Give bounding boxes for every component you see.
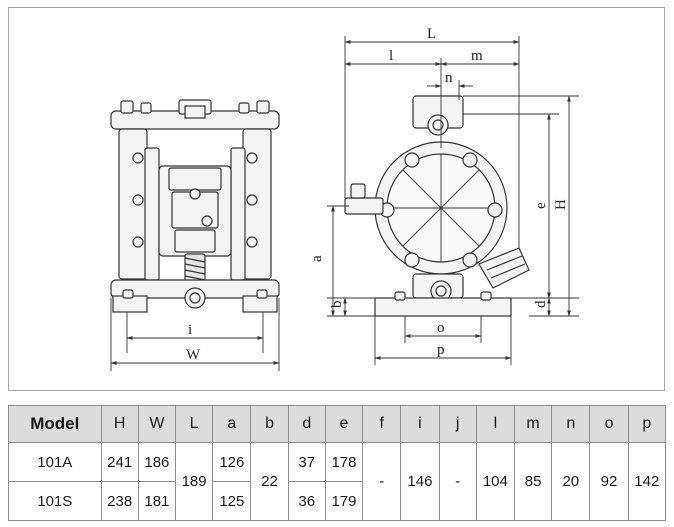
technical-drawing-frame: i W xyxy=(8,7,665,391)
column-header-j: j xyxy=(438,405,477,443)
cell-W: 181 xyxy=(137,481,177,521)
dim-label-d: d xyxy=(533,300,549,308)
column-header-n: n xyxy=(551,405,591,443)
dim-label-a: a xyxy=(309,255,325,262)
column-header-b: b xyxy=(250,405,289,443)
table-row-101a: 101A 241 186 189 126 22 37 178 - 146 - 1… xyxy=(8,442,667,521)
cell-j-shared: - xyxy=(438,442,477,521)
cell-e: 179 xyxy=(324,481,364,521)
cell-H: 238 xyxy=(100,481,139,521)
cell-i-shared: 146 xyxy=(400,442,440,521)
column-header-W: W xyxy=(137,405,177,443)
cell-e: 178 xyxy=(324,442,364,482)
table-header-row: Model H W L a b d e f i j l m n o p xyxy=(8,405,667,443)
column-header-p: p xyxy=(627,405,667,443)
dim-label-W: W xyxy=(186,347,201,363)
cell-p-shared: 142 xyxy=(627,442,667,521)
column-header-m: m xyxy=(513,405,553,443)
cell-model: 101S xyxy=(8,481,102,521)
dim-label-e: e xyxy=(533,202,549,209)
column-header-a: a xyxy=(212,405,252,443)
dim-label-m: m xyxy=(471,48,483,64)
cell-o-shared: 92 xyxy=(589,442,629,521)
dim-label-b: b xyxy=(329,301,345,309)
front-view xyxy=(110,99,280,313)
cell-m-shared: 85 xyxy=(513,442,553,521)
column-header-H: H xyxy=(100,405,139,443)
cell-l-shared: 104 xyxy=(475,442,515,521)
dim-label-o: o xyxy=(437,320,445,336)
cell-b-shared: 22 xyxy=(250,442,289,521)
column-header-o: o xyxy=(589,405,629,443)
side-view xyxy=(344,95,530,317)
dim-label-H: H xyxy=(553,199,569,210)
dim-label-i: i xyxy=(188,322,192,338)
cell-d: 36 xyxy=(287,481,326,521)
cell-d: 37 xyxy=(287,442,326,482)
cell-f-shared: - xyxy=(362,442,402,521)
front-view-dimensions xyxy=(110,298,280,371)
pump-dimension-drawing: i W xyxy=(110,26,579,371)
side-view-dimensions xyxy=(327,36,579,365)
column-header-d: d xyxy=(287,405,326,443)
column-header-model: Model xyxy=(8,405,102,443)
dim-label-n: n xyxy=(445,70,453,86)
cell-L-shared: 189 xyxy=(174,442,214,521)
column-header-e: e xyxy=(324,405,364,443)
dim-label-l: l xyxy=(389,48,393,64)
cell-a: 126 xyxy=(212,442,252,482)
dim-label-p: p xyxy=(437,342,445,358)
column-header-L: L xyxy=(174,405,214,443)
column-header-f: f xyxy=(362,405,402,443)
cell-W: 186 xyxy=(137,442,177,482)
column-header-i: i xyxy=(400,405,440,443)
cell-a: 125 xyxy=(212,481,252,521)
column-header-l: l xyxy=(475,405,515,443)
dimension-spec-table: Model H W L a b d e f i j l m n o p 101A… xyxy=(8,405,667,521)
dim-label-L: L xyxy=(427,26,436,42)
table-row-101s: 101S 238 181 125 36 179 xyxy=(8,481,666,521)
cell-model: 101A xyxy=(8,442,102,482)
cell-n-shared: 20 xyxy=(551,442,591,521)
cell-H: 241 xyxy=(100,442,139,482)
